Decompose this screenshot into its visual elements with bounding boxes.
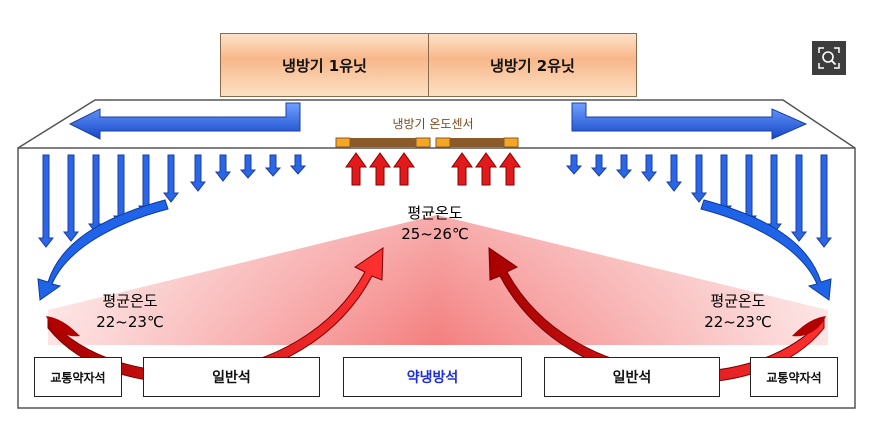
red-up-arrows-right (451, 152, 521, 186)
seat-general-right-label: 일반석 (612, 370, 652, 386)
blue-curve-arrow-left (37, 199, 169, 301)
top-left-blue-arrow (68, 102, 301, 140)
cold-down-arrows-right (565, 154, 833, 248)
zoom-button[interactable] (812, 41, 846, 75)
temp-sensor-right (435, 137, 519, 148)
left-temp-title: 평균온도 (102, 292, 158, 310)
seat-priority-right-label: 교통약자석 (766, 370, 822, 385)
seat-general-left-label: 일반석 (212, 370, 251, 386)
seat-priority-right: 교통약자석 (750, 357, 838, 397)
left-temperature: 평균온도 22~23℃ (60, 291, 200, 333)
seat-priority-left-label: 교통약자석 (50, 370, 106, 385)
top-right-blue-arrow (571, 102, 808, 140)
right-temperature: 평균온도 22~23℃ (668, 291, 808, 333)
center-temperature: 평균온도 25~26℃ (370, 203, 500, 245)
ac-unit-2-label: 냉방기 2유닛 (490, 56, 575, 75)
red-up-arrows-left (345, 152, 415, 186)
right-temp-range: 22~23℃ (704, 313, 772, 331)
blue-curve-arrow-right (700, 199, 832, 301)
center-temp-range: 25~26℃ (401, 225, 469, 243)
seat-mild-cooling-label: 약냉방석 (406, 370, 459, 386)
right-temp-title: 평균온도 (710, 292, 766, 310)
ac-unit-1-label: 냉방기 1유닛 (282, 56, 367, 75)
seat-general-left: 일반석 (143, 357, 320, 397)
seat-mild-cooling: 약냉방석 (343, 357, 522, 397)
magnifier-icon (818, 47, 840, 69)
seat-priority-left: 교통약자석 (34, 357, 122, 397)
ac-unit-1: 냉방기 1유닛 (220, 33, 429, 97)
center-temp-title: 평균온도 (407, 204, 463, 222)
left-temp-range: 22~23℃ (96, 313, 164, 331)
seat-general-right: 일반석 (544, 357, 720, 397)
ac-unit-2: 냉방기 2유닛 (428, 33, 637, 97)
cold-down-arrows-left (37, 154, 307, 248)
temp-sensor-left (335, 137, 431, 148)
sensor-label: 냉방기 온도센서 (392, 117, 474, 131)
